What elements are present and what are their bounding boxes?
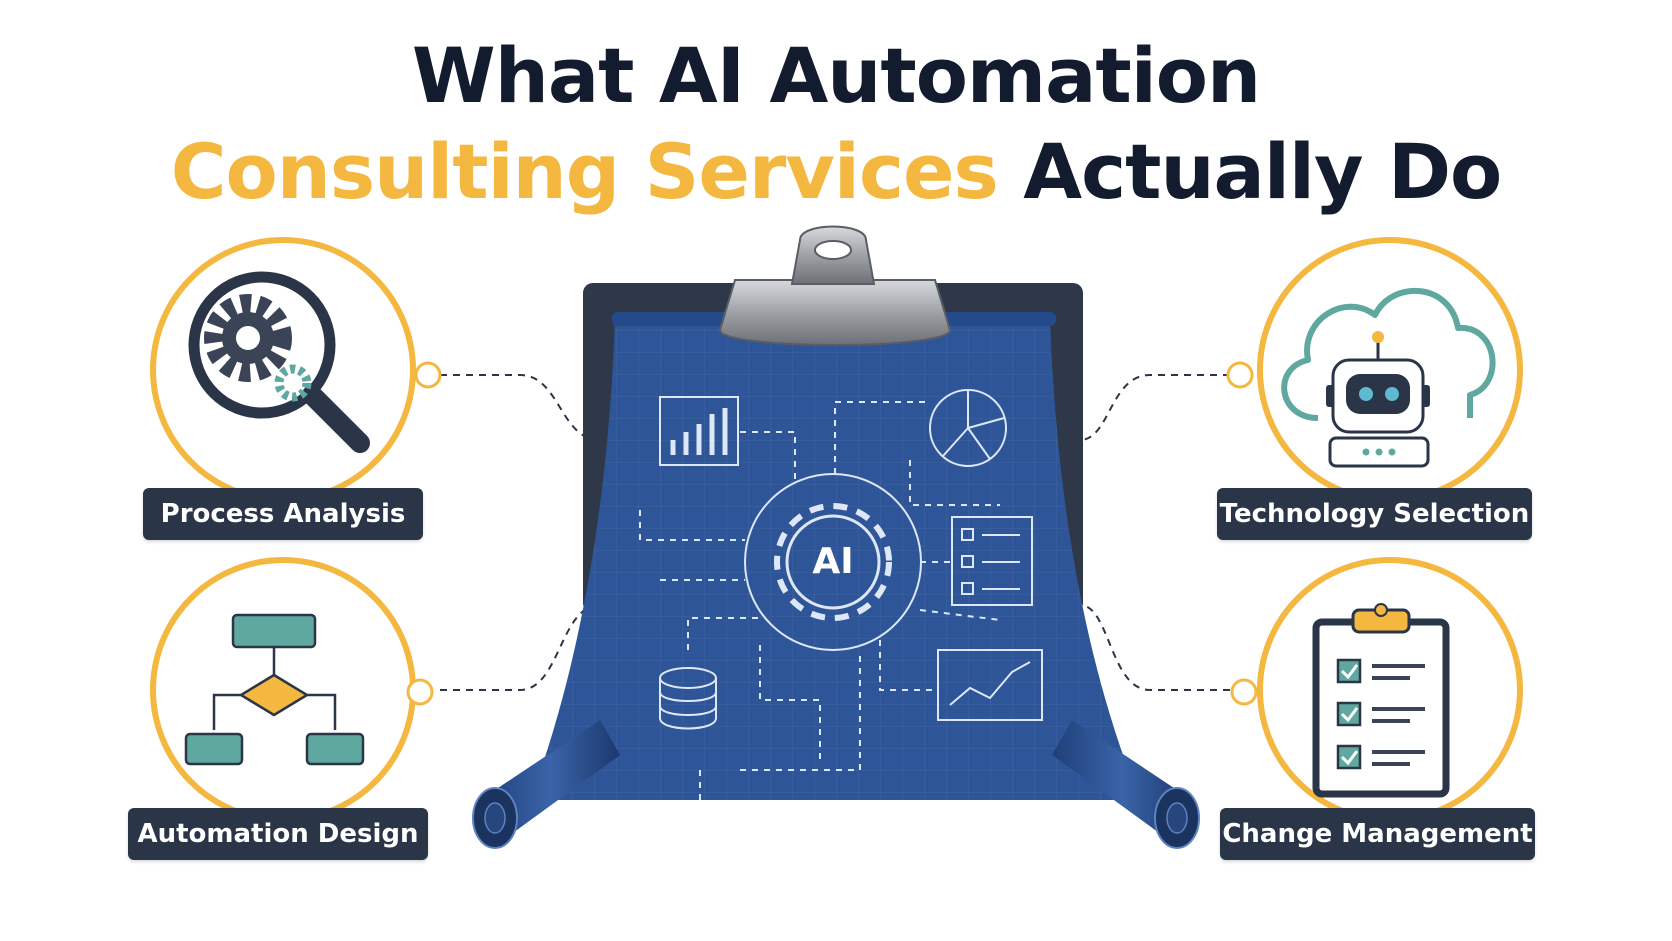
flowchart-icon [184,613,365,766]
blueprint-diagram [639,389,1043,800]
magnifier-gear-icon [188,271,370,453]
ai-gear-teeth [774,503,892,621]
badge-automation-design: Automation Design [128,808,428,860]
connector-dot [414,361,442,389]
pie-chart-icon [929,389,1007,467]
dashed-links [639,401,1001,800]
connector-dot [1226,361,1254,389]
badge-change-management: Change Management [1220,808,1535,860]
bar-chart-bars [670,408,728,455]
task-list-icon [951,516,1033,606]
cloud-robot-icon [1281,288,1496,468]
page-title: What AI Automation Consulting Services A… [0,28,1672,220]
line-chart-icon [937,649,1043,721]
title-rest: Actually Do [1023,127,1502,216]
title-line-2: Consulting Services Actually Do [0,124,1672,220]
connector-dot [406,678,434,706]
checklist-clipboard-icon [1312,603,1450,798]
blueprint-clipboard [472,225,1200,849]
title-line-1: What AI Automation [411,31,1261,120]
database-icon [659,667,717,730]
connector-dot [1230,678,1258,706]
title-accent: Consulting Services [170,127,999,216]
bar-chart-icon [659,396,739,466]
badge-process-analysis: Process Analysis [143,488,423,540]
badge-technology-selection: Technology Selection [1217,488,1532,540]
